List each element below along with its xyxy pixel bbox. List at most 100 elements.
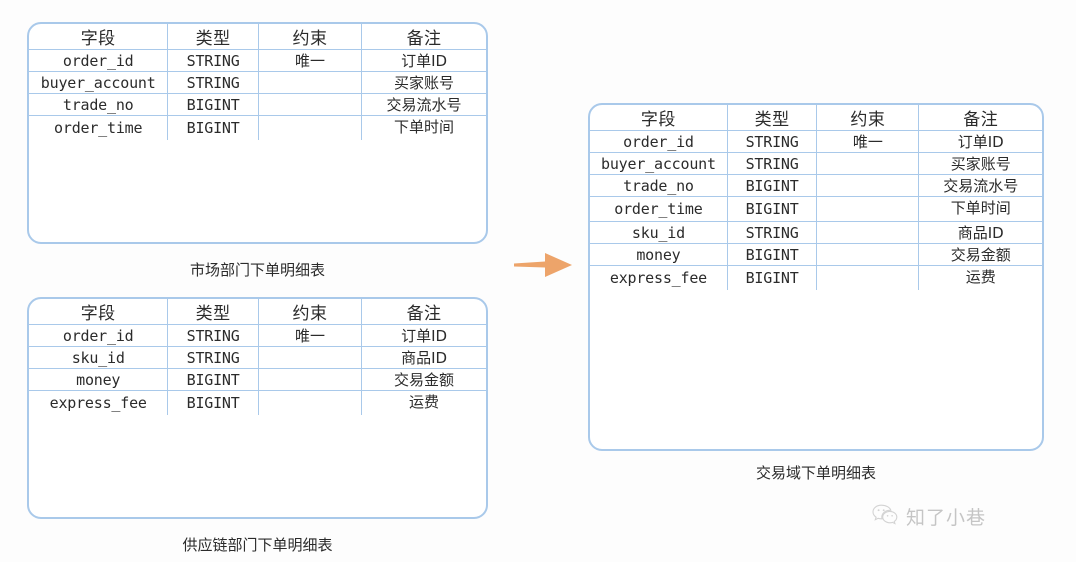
cell-constraint <box>259 116 363 140</box>
caption-trade-domain-order-detail: 交易域下单明细表 <box>755 464 876 482</box>
schema-table-supply-chain-order-detail: 字段 类型 约束 备注 order_id STRING 唯一 订单ID sku_… <box>27 297 488 519</box>
cell-note: 运费 <box>409 393 440 411</box>
cell-note: 交易流水号 <box>943 177 1019 195</box>
cell-type: STRING <box>728 222 818 243</box>
table-row: express_fee BIGINT 运费 <box>29 391 486 415</box>
cell-constraint <box>817 153 920 174</box>
table-row: order_id STRING 唯一 订单ID <box>29 325 486 347</box>
cell-type: STRING <box>728 131 818 152</box>
cell-note: 交易流水号 <box>386 96 462 114</box>
table-row: order_time BIGINT 下单时间 <box>590 197 1042 222</box>
header-cell-field: 字段 <box>29 24 169 49</box>
cell-constraint: 唯一 <box>259 50 363 71</box>
cell-type: BIGINT <box>728 244 818 265</box>
cell-note: 商品ID <box>401 349 448 367</box>
header-cell-constraint: 约束 <box>259 24 363 49</box>
header-cell-type: 类型 <box>168 299 259 324</box>
cell-constraint <box>259 72 363 93</box>
header-cell-field: 字段 <box>29 299 169 324</box>
cell-constraint <box>817 222 920 243</box>
cell-constraint <box>259 94 363 115</box>
cell-type: STRING <box>168 50 259 71</box>
table-row: sku_id STRING 商品ID <box>29 347 486 369</box>
cell-constraint <box>817 244 920 265</box>
cell-type: BIGINT <box>728 266 818 290</box>
table-header-row: 字段 类型 约束 备注 <box>29 299 486 325</box>
header-cell-note: 备注 <box>406 29 442 49</box>
cell-note: 交易金额 <box>394 371 455 389</box>
cell-constraint: 唯一 <box>259 325 363 346</box>
flow-arrow-right-icon <box>512 250 574 280</box>
table-row: buyer_account STRING 买家账号 <box>590 153 1042 175</box>
cell-note: 订单ID <box>401 327 448 345</box>
cell-field: sku_id <box>590 222 728 243</box>
schema-table-market-order-detail: 字段 类型 约束 备注 order_id STRING 唯一 订单ID buye… <box>27 22 488 244</box>
cell-note: 买家账号 <box>950 155 1011 173</box>
header-cell-type: 类型 <box>728 105 818 130</box>
cell-note: 下单时间 <box>950 199 1011 217</box>
cell-constraint: 唯一 <box>817 131 920 152</box>
header-cell-constraint: 约束 <box>817 105 920 130</box>
table-row: order_id STRING 唯一 订单ID <box>29 50 486 72</box>
cell-note: 订单ID <box>401 52 448 70</box>
cell-type: BIGINT <box>728 175 818 196</box>
header-cell-constraint: 约束 <box>259 299 363 324</box>
cell-field: order_id <box>29 50 169 71</box>
table-header-row: 字段 类型 约束 备注 <box>590 105 1042 131</box>
table-row: buyer_account STRING 买家账号 <box>29 72 486 94</box>
watermark-text: 知了小巷 <box>906 507 987 529</box>
header-cell-note: 备注 <box>963 110 999 130</box>
cell-note: 下单时间 <box>394 118 455 136</box>
cell-type: BIGINT <box>168 116 259 140</box>
cell-type: STRING <box>168 347 259 368</box>
table-row: trade_no BIGINT 交易流水号 <box>29 94 486 116</box>
table-row: money BIGINT 交易金额 <box>590 244 1042 266</box>
cell-note: 交易金额 <box>950 246 1011 264</box>
cell-field: buyer_account <box>29 72 169 93</box>
cell-type: STRING <box>728 153 818 174</box>
cell-type: BIGINT <box>168 391 259 415</box>
cell-constraint <box>817 197 920 221</box>
cell-constraint <box>259 391 363 415</box>
cell-field: money <box>590 244 728 265</box>
cell-constraint <box>817 266 920 290</box>
cell-field: order_time <box>590 197 728 221</box>
table-header-row: 字段 类型 约束 备注 <box>29 24 486 50</box>
cell-field: express_fee <box>29 391 169 415</box>
cell-constraint <box>259 369 363 390</box>
cell-field: express_fee <box>590 266 728 290</box>
table-row: order_id STRING 唯一 订单ID <box>590 131 1042 153</box>
cell-note: 商品ID <box>957 224 1004 242</box>
cell-note: 买家账号 <box>394 74 455 92</box>
table-row: trade_no BIGINT 交易流水号 <box>590 175 1042 197</box>
table-row: express_fee BIGINT 运费 <box>590 266 1042 290</box>
watermark: 知了小巷 <box>872 503 986 530</box>
header-cell-type: 类型 <box>168 24 259 49</box>
table-row: money BIGINT 交易金额 <box>29 369 486 391</box>
table-row: order_time BIGINT 下单时间 <box>29 116 486 140</box>
caption-market-order-detail: 市场部门下单明细表 <box>189 261 325 279</box>
cell-field: trade_no <box>29 94 169 115</box>
cell-field: sku_id <box>29 347 169 368</box>
schema-table-trade-domain-order-detail: 字段 类型 约束 备注 order_id STRING 唯一 订单ID buye… <box>588 103 1044 451</box>
cell-field: trade_no <box>590 175 728 196</box>
cell-field: order_id <box>590 131 728 152</box>
caption-supply-chain-order-detail: 供应链部门下单明细表 <box>182 536 333 554</box>
table-row: sku_id STRING 商品ID <box>590 222 1042 244</box>
cell-field: order_time <box>29 116 169 140</box>
cell-constraint <box>259 347 363 368</box>
header-cell-note: 备注 <box>406 304 442 324</box>
cell-note: 订单ID <box>957 133 1004 151</box>
cell-note: 运费 <box>965 268 996 286</box>
cell-type: BIGINT <box>728 197 818 221</box>
cell-field: buyer_account <box>590 153 728 174</box>
cell-type: BIGINT <box>168 369 259 390</box>
wechat-icon <box>872 504 899 530</box>
cell-constraint <box>817 175 920 196</box>
cell-field: money <box>29 369 169 390</box>
header-cell-field: 字段 <box>590 105 728 130</box>
cell-type: STRING <box>168 325 259 346</box>
cell-type: BIGINT <box>168 94 259 115</box>
cell-field: order_id <box>29 325 169 346</box>
